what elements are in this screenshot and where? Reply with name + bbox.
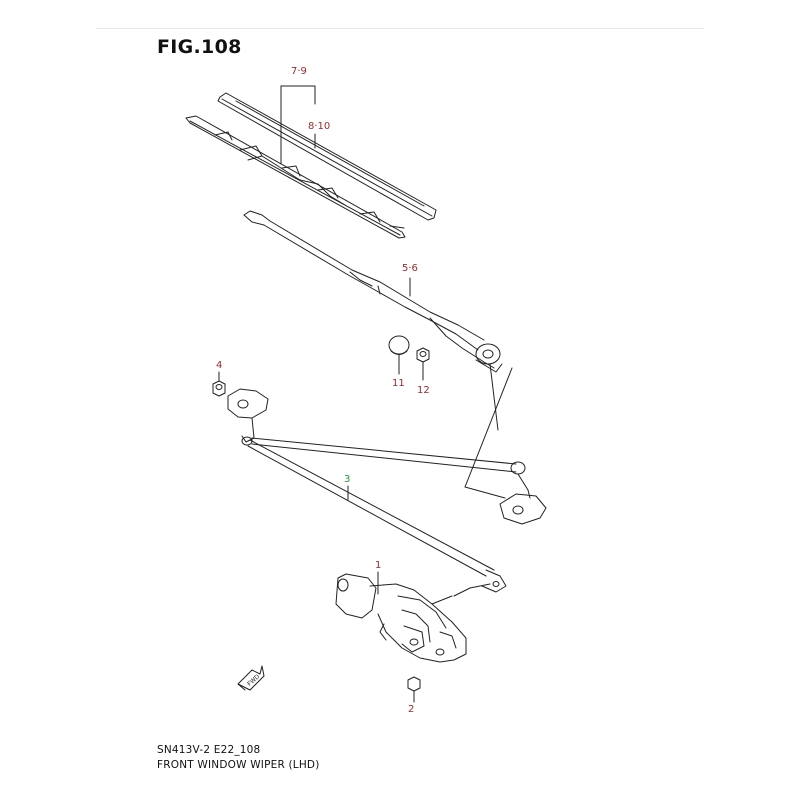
leader-11-12 (398, 354, 424, 381)
callout-5-6[interactable]: 5·6 (402, 263, 418, 274)
callout-8-10[interactable]: 8·10 (308, 121, 330, 132)
motor-bolt[interactable] (407, 676, 421, 699)
right-pivot-bracket[interactable] (499, 493, 547, 525)
callout-1[interactable]: 1 (375, 560, 381, 571)
callout-11[interactable]: 11 (392, 378, 405, 389)
figure-description: FRONT WINDOW WIPER (LHD) (157, 759, 320, 771)
bracket-nut[interactable] (212, 380, 226, 397)
left-pivot-bracket[interactable] (227, 388, 269, 443)
callout-4[interactable]: 4 (216, 360, 222, 371)
callout-3[interactable]: 3 (344, 474, 350, 485)
callout-7-9[interactable]: 7·9 (291, 66, 307, 77)
wiper-arm[interactable] (243, 210, 503, 373)
figure-code: SN413V-2 E22_108 (157, 744, 261, 756)
callout-12[interactable]: 12 (417, 385, 430, 396)
top-rule (96, 28, 704, 29)
figure-title: FIG.108 (157, 36, 242, 58)
callout-2[interactable]: 2 (408, 704, 414, 715)
leader-7-9 (280, 85, 316, 165)
pivot-nut[interactable] (416, 347, 430, 363)
wiper-linkage[interactable] (241, 436, 531, 593)
arm-pivot-leader (464, 363, 513, 499)
fwd-arrow-icon (237, 665, 265, 691)
wiper-blade-refill[interactable] (217, 92, 437, 221)
pivot-cap[interactable] (388, 335, 410, 355)
wiper-motor[interactable] (335, 573, 491, 663)
wiper-blade[interactable] (185, 115, 406, 239)
